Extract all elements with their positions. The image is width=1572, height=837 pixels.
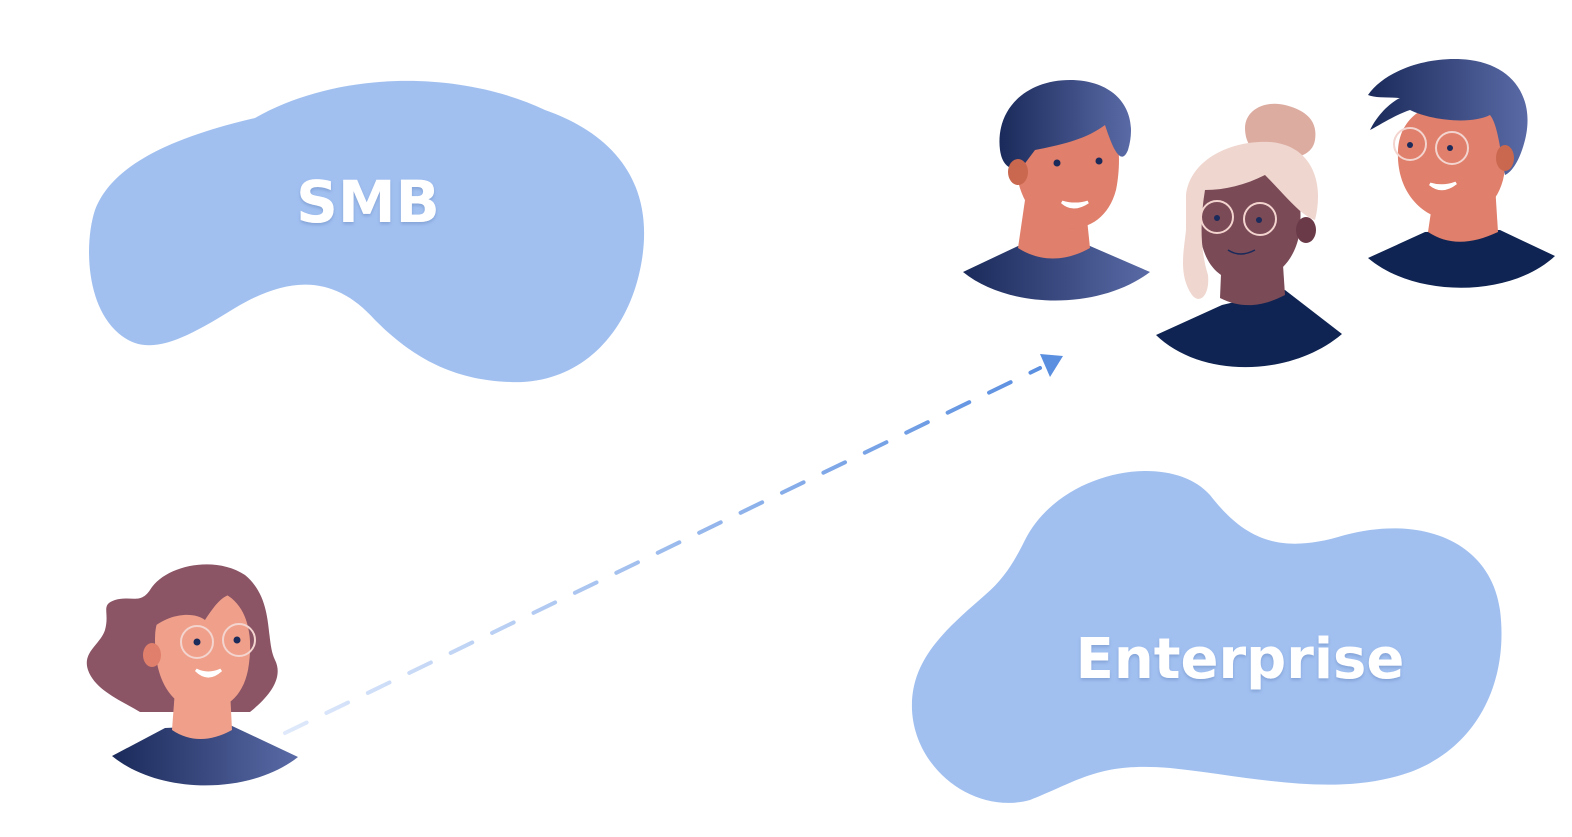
dashed-arrow-line <box>283 366 1042 735</box>
enterprise-blob <box>911 470 1502 803</box>
ear <box>143 643 161 667</box>
shirt <box>1368 230 1555 288</box>
enterprise-label: Enterprise <box>1076 627 1405 692</box>
eye <box>1214 215 1220 221</box>
glasses-left <box>180 625 214 659</box>
eye <box>193 638 201 646</box>
enterprise-team <box>963 59 1555 368</box>
smile <box>1429 181 1457 191</box>
glasses-right <box>1243 202 1277 236</box>
eye <box>1407 142 1413 148</box>
hair <box>1368 59 1528 175</box>
eye <box>1095 157 1103 165</box>
glasses-right <box>1435 131 1469 165</box>
man-avatar-icon <box>1368 59 1555 288</box>
hair <box>999 80 1131 170</box>
glasses-left <box>1200 200 1234 234</box>
bangs <box>150 578 240 630</box>
woman-avatar-icon <box>86 564 298 786</box>
eye <box>1053 159 1061 167</box>
eye <box>1447 145 1453 151</box>
smile <box>194 668 223 678</box>
face <box>1199 163 1301 283</box>
shirt <box>1156 290 1342 368</box>
ear <box>1496 145 1514 171</box>
man-avatar-icon <box>963 80 1150 301</box>
smb-segment: SMB <box>89 80 645 383</box>
woman-avatar-icon <box>1156 103 1342 368</box>
shirt <box>963 246 1150 301</box>
smb-blob <box>89 80 645 383</box>
ear <box>1008 159 1028 185</box>
migration-arrow <box>283 354 1063 735</box>
shirt <box>112 725 298 786</box>
arrow-head-icon <box>1040 354 1063 377</box>
smile <box>1227 249 1256 255</box>
hair <box>1183 141 1318 299</box>
enterprise-segment: Enterprise <box>911 470 1502 803</box>
face <box>155 589 251 711</box>
glasses-left <box>1393 127 1427 161</box>
smile <box>1060 200 1089 209</box>
ear <box>1296 217 1316 243</box>
face <box>1397 102 1506 221</box>
eye <box>233 636 241 644</box>
eye <box>1256 217 1262 223</box>
glasses-right <box>222 623 256 657</box>
smb-label: SMB <box>296 168 440 236</box>
